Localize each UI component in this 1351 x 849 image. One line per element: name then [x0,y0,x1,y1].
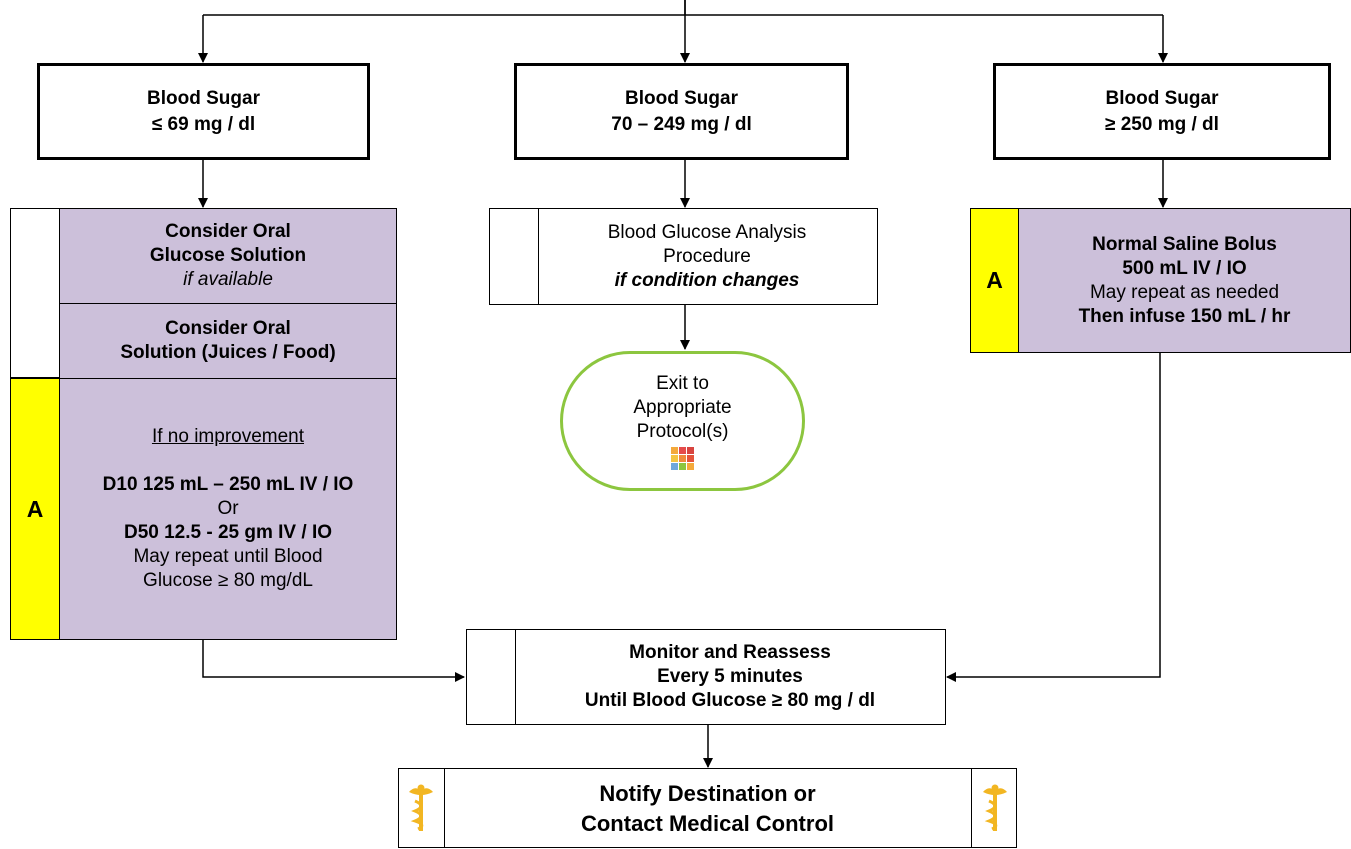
notify-box: Notify Destination or Contact Medical Co… [398,767,1018,848]
oral-glucose-line1: Consider Oral [165,221,291,242]
top-split-line [203,0,1163,16]
protocol-grid-icon[interactable] [671,447,694,470]
exit-line1: Exit to [656,373,709,394]
high-sugar-header: Blood Sugar ≥ 250 mg / dl [993,63,1331,160]
caduceus-icon [398,767,445,848]
oral-solution-box: Consider Oral Solution (Juices / Food) [59,303,397,379]
d10-dose: D10 125 mL – 250 mL IV / IO [102,474,354,495]
notify-line1: Notify Destination or [599,781,816,806]
low-sugar-header: Blood Sugar ≤ 69 mg / dl [37,63,370,160]
analysis-line1: Blood Glucose Analysis [607,221,807,243]
caduceus-icon [970,767,1018,848]
oral-solution-line1: Consider Oral [165,318,291,339]
saline-line4: Then infuse 150 mL / hr [1078,305,1291,327]
high-level-a-tab: A [970,208,1019,353]
monitor-reassess-box: Monitor and Reassess Every 5 minutes Unt… [465,628,946,725]
analysis-line2: Procedure [663,245,751,267]
repeat-line1: May repeat until Blood [133,546,323,567]
arrow-low-to-monitor [202,640,465,682]
exit-line3[interactable]: Protocol(s) [636,421,729,442]
oral-glucose-line2: Glucose Solution [149,245,307,266]
arrow-high-to-monitor [946,353,1161,682]
exit-to-protocols[interactable]: Exit to Appropriate Protocol(s) [560,351,805,491]
high-level-a-label: A [986,267,1003,293]
d50-dose: D50 12.5 - 25 gm IV / IO [123,522,333,543]
saline-bolus-box: Normal Saline Bolus 500 mL IV / IO May r… [1018,208,1351,353]
monitor-line2: Every 5 minutes [657,666,803,687]
low-header-line2: ≤ 69 mg / dl [151,113,256,135]
monitor-line3: Until Blood Glucose ≥ 80 mg / dl [584,690,876,711]
glucose-analysis-box: Blood Glucose Analysis Procedure if cond… [488,207,878,305]
dextrose-box: If no improvement D10 125 mL – 250 mL IV… [59,378,397,640]
oral-glucose-line3: if available [183,269,273,290]
saline-line3: May repeat as needed [1089,281,1280,303]
mid-header-line1: Blood Sugar [625,87,738,109]
exit-line2: Appropriate [633,397,732,418]
analysis-blank-tab [488,207,539,305]
oral-solution-line2: Solution (Juices / Food) [120,342,336,363]
if-no-improvement: If no improvement [151,426,305,447]
high-header-line1: Blood Sugar [1105,87,1219,109]
or-text: Or [217,498,239,519]
notify-line2: Contact Medical Control [580,811,834,836]
mid-sugar-header: Blood Sugar 70 – 249 mg / dl [514,63,849,160]
low-header-line1: Blood Sugar [147,87,260,109]
low-level-a-label: A [26,495,44,522]
monitor-blank-tab [465,628,516,725]
saline-line2: 500 mL IV / IO [1122,257,1247,279]
mid-header-line2: 70 – 249 mg / dl [611,113,752,135]
low-level-a-tab: A [10,378,60,640]
saline-line1: Normal Saline Bolus [1092,233,1277,255]
low-blank-tab [10,208,60,378]
analysis-line3: if condition changes [614,269,800,291]
repeat-line2: Glucose ≥ 80 mg/dL [143,570,313,591]
high-header-line2: ≥ 250 mg / dl [1105,113,1219,135]
oral-glucose-box: Consider Oral Glucose Solution if availa… [59,208,397,304]
monitor-line1: Monitor and Reassess [629,642,831,663]
